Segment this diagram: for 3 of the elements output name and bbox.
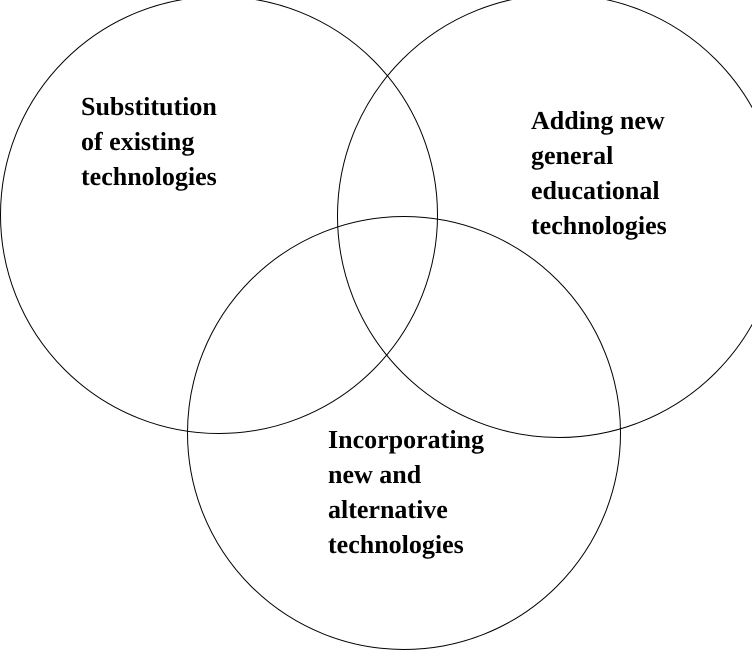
circle-label: Adding new general educational technologies	[531, 105, 668, 242]
circle-label: Incorporating new and alternative technologies	[328, 424, 485, 561]
circle-label: Substitution of existing technologies	[81, 91, 218, 193]
